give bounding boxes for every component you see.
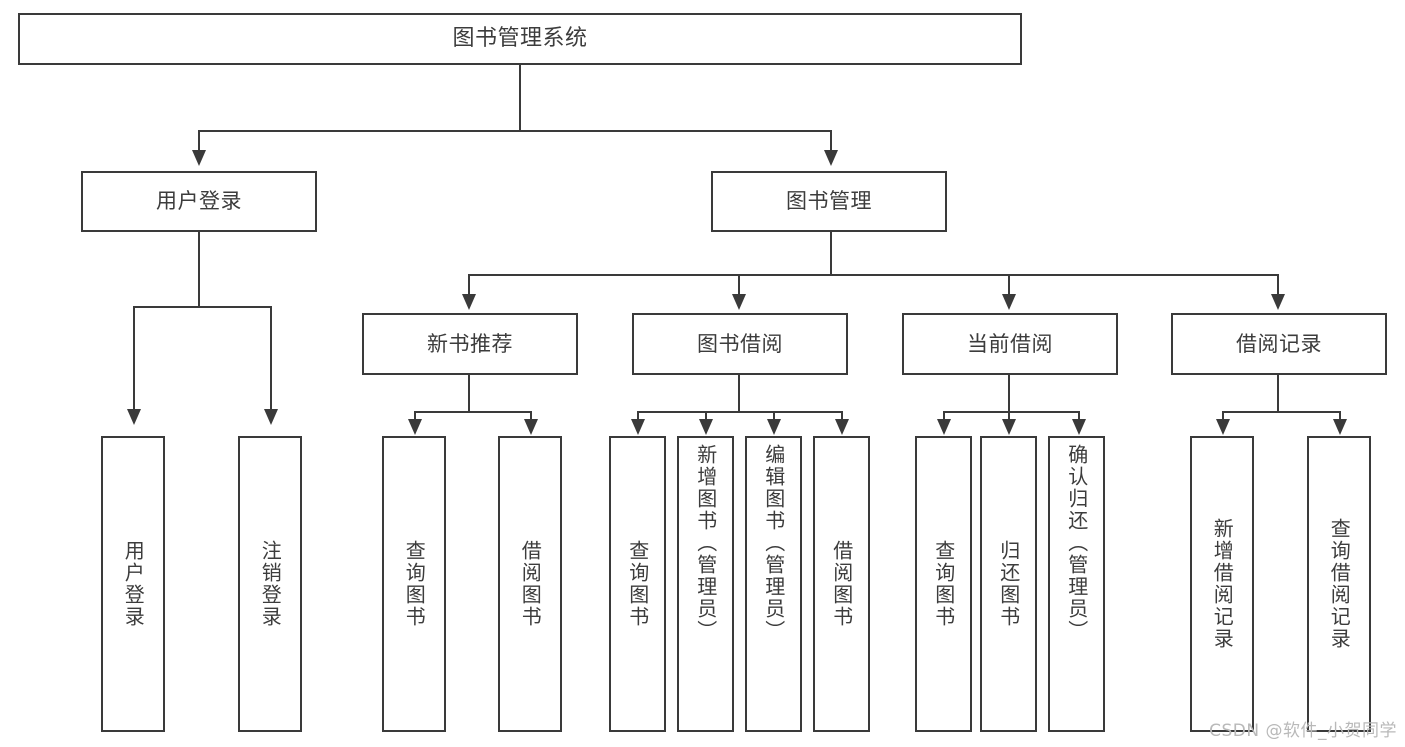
connector-new-book-bar (414, 411, 532, 413)
node-label: 查询借阅记录 (1327, 518, 1352, 650)
node-book-borrow[interactable]: 图书借阅 (632, 313, 848, 375)
node-label: 注销登录 (258, 540, 283, 628)
arrowhead-new-book-leaf-2 (524, 419, 538, 435)
leaf-borrow-book-recommend[interactable]: 借阅图书 (498, 436, 562, 732)
connector-user-login-bar (133, 306, 272, 308)
leaf-query-borrow-record[interactable]: 查询借阅记录 (1307, 436, 1371, 732)
connector-to-borrow-record (1277, 274, 1279, 296)
leaf-return-book[interactable]: 归还图书 (980, 436, 1037, 732)
leaf-borrow-book[interactable]: 借阅图书 (813, 436, 870, 732)
connector-user-login-left-drop (133, 306, 135, 411)
arrowhead-to-book-borrow (732, 294, 746, 310)
leaf-query-book-borrow[interactable]: 查询图书 (609, 436, 666, 732)
node-label: 查询图书 (402, 540, 427, 628)
arrowhead-book-borrow-leaf-2 (699, 419, 713, 435)
connector-user-login-right-drop (270, 306, 272, 411)
connector-current-borrow-drop-1 (943, 411, 945, 421)
node-new-book-recommend[interactable]: 新书推荐 (362, 313, 578, 375)
connector-current-borrow-drop-3 (1078, 411, 1080, 421)
connector-new-book-stem (468, 375, 470, 411)
node-label: 查询图书 (625, 540, 650, 628)
connector-borrow-record-drop-2 (1339, 411, 1341, 421)
arrowhead-current-borrow-leaf-3 (1072, 419, 1086, 435)
node-label: 借阅图书 (829, 540, 854, 628)
connector-to-current-borrow (1008, 274, 1010, 296)
node-root-book-management-system[interactable]: 图书管理系统 (18, 13, 1022, 65)
arrowhead-to-user-login (192, 150, 206, 166)
leaf-query-book-current[interactable]: 查询图书 (915, 436, 972, 732)
watermark: CSDN @软件_小贺同学 (1209, 721, 1397, 741)
connector-book-borrow-drop-1 (637, 411, 639, 421)
leaf-edit-book-admin[interactable]: 编辑图书（管理员） (745, 436, 802, 732)
arrowhead-book-borrow-leaf-4 (835, 419, 849, 435)
node-label: 用户登录 (121, 540, 146, 628)
arrowhead-to-leaf-logout (264, 409, 278, 425)
arrowhead-to-current-borrow (1002, 294, 1016, 310)
node-label: 当前借阅 (967, 331, 1053, 356)
leaf-add-book-admin[interactable]: 新增图书（管理员） (677, 436, 734, 732)
node-book-management[interactable]: 图书管理 (711, 171, 947, 232)
node-label: 新增图书（管理员） (693, 444, 718, 642)
connector-root-stem (519, 65, 521, 130)
arrowhead-to-book-management (824, 150, 838, 166)
node-label: 借阅记录 (1236, 331, 1322, 356)
arrowhead-new-book-leaf-1 (408, 419, 422, 435)
leaf-logout[interactable]: 注销登录 (238, 436, 302, 732)
leaf-confirm-return-admin[interactable]: 确认归还（管理员） (1048, 436, 1105, 732)
connector-borrow-record-drop-1 (1222, 411, 1224, 421)
arrowhead-borrow-record-leaf-1 (1216, 419, 1230, 435)
connector-root-bar (198, 130, 831, 132)
connector-book-borrow-drop-4 (841, 411, 843, 421)
connector-book-management-stem (830, 232, 832, 274)
node-label: 归还图书 (996, 540, 1021, 628)
node-label: 借阅图书 (518, 540, 543, 628)
connector-book-borrow-drop-3 (773, 411, 775, 421)
node-borrow-record[interactable]: 借阅记录 (1171, 313, 1387, 375)
node-label: 新书推荐 (427, 331, 513, 356)
connector-borrow-record-bar (1222, 411, 1341, 413)
node-user-login[interactable]: 用户登录 (81, 171, 317, 232)
connector-book-borrow-bar (637, 411, 842, 413)
node-current-borrow[interactable]: 当前借阅 (902, 313, 1118, 375)
connector-book-borrow-stem (738, 375, 740, 411)
connector-current-borrow-bar (943, 411, 1080, 413)
arrowhead-to-leaf-user-login (127, 409, 141, 425)
leaf-add-borrow-record[interactable]: 新增借阅记录 (1190, 436, 1254, 732)
connector-new-book-drop-1 (414, 411, 416, 421)
leaf-user-login[interactable]: 用户登录 (101, 436, 165, 732)
connector-to-book-borrow (738, 274, 740, 296)
connector-to-new-book-recommend (468, 274, 470, 296)
node-label: 编辑图书（管理员） (761, 444, 786, 642)
connector-book-management-bar (468, 274, 1279, 276)
connector-root-to-user-login (198, 130, 200, 152)
connector-current-borrow-stem (1008, 375, 1010, 411)
connector-borrow-record-stem (1277, 375, 1279, 411)
arrowhead-to-new-book-recommend (462, 294, 476, 310)
arrowhead-book-borrow-leaf-1 (631, 419, 645, 435)
node-label: 用户登录 (156, 189, 242, 214)
connector-user-login-stem (198, 232, 200, 306)
node-label: 确认归还（管理员） (1064, 444, 1089, 642)
node-label: 新增借阅记录 (1210, 518, 1235, 650)
node-label: 图书管理 (786, 189, 872, 214)
leaf-query-book-recommend[interactable]: 查询图书 (382, 436, 446, 732)
node-label: 图书管理系统 (452, 26, 588, 52)
connector-current-borrow-drop-2 (1008, 411, 1010, 421)
arrowhead-current-borrow-leaf-2 (1002, 419, 1016, 435)
connector-book-borrow-drop-2 (705, 411, 707, 421)
arrowhead-current-borrow-leaf-1 (937, 419, 951, 435)
arrowhead-to-borrow-record (1271, 294, 1285, 310)
node-label: 图书借阅 (697, 331, 783, 356)
node-label: 查询图书 (931, 540, 956, 628)
arrowhead-book-borrow-leaf-3 (767, 419, 781, 435)
connector-new-book-drop-2 (530, 411, 532, 421)
arrowhead-borrow-record-leaf-2 (1333, 419, 1347, 435)
connector-root-to-book-management (830, 130, 832, 152)
